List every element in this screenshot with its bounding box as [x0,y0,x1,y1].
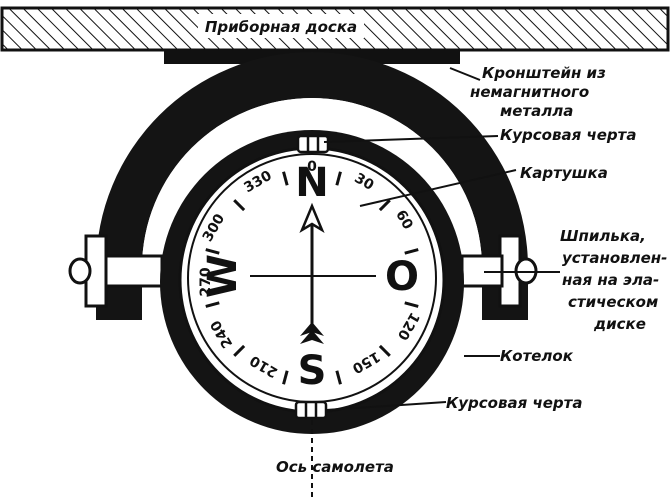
card-tick [378,199,391,212]
card-tick [335,370,342,385]
lubber-line-bottom [294,400,328,420]
dashboard-label-bg [198,14,364,38]
label-lubber-bottom: Курсовая черта [446,394,582,412]
cardinal-south: S [298,348,327,394]
deg-0: 0 [307,159,317,175]
deg-270: 270 [198,267,214,296]
label-bowl: Котелок [500,347,574,365]
card-tick [233,344,246,357]
cardinal-east: O [385,254,419,300]
lubber-line-top [296,134,330,154]
dashboard-label: Приборная доска [205,18,357,36]
card-tick [205,248,220,255]
card-ticks [205,171,419,385]
label-card: Картушка [520,164,608,182]
label-lubber-top: Курсовая черта [500,126,636,144]
card-tick [282,370,289,385]
dashboard-board: Приборная доска [0,6,670,52]
label-pin-4: стическом [568,293,658,311]
label-bracket-3: металла [500,102,573,120]
card-tick [378,344,391,357]
label-pin-2: установлен- [562,249,667,267]
card-tick [233,199,246,212]
label-pin-5: диске [593,315,646,333]
card-tick [404,301,419,308]
label-aircraft-axis: Ось самолета [276,458,394,476]
card-tick [282,171,289,186]
leader-lines [323,67,560,411]
label-bracket-1: Кронштейн из [482,64,606,82]
bracket [96,52,528,320]
cardinal-north: N [295,160,328,206]
left-lug [68,234,164,308]
label-bracket-2: немагнитного [470,83,589,101]
card-tick [205,301,220,308]
card-tick [404,248,419,255]
north-arrow [299,202,325,344]
label-pin-3: ная на эла- [562,271,659,289]
card-tick [335,171,342,186]
label-pin-1: Шпилька, [560,227,646,245]
cardinal-west: W [200,254,246,298]
